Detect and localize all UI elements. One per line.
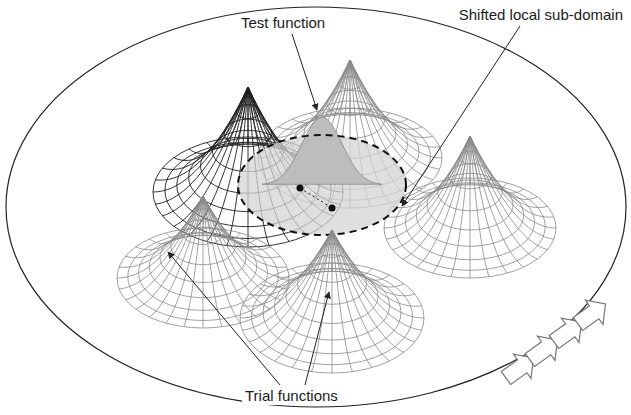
wire-meridian bbox=[203, 196, 270, 250]
wire-meridian bbox=[166, 196, 203, 239]
wire-meridian bbox=[332, 230, 422, 306]
test-function bbox=[238, 117, 406, 235]
trial-function bbox=[240, 230, 424, 373]
leader-line bbox=[292, 34, 317, 110]
wire-meridian bbox=[203, 196, 240, 323]
sub-domain-outline bbox=[238, 135, 406, 235]
leader-line bbox=[402, 26, 520, 206]
wire-meridian bbox=[350, 60, 351, 114]
wire-meridian bbox=[470, 136, 547, 250]
wire-meridian bbox=[332, 230, 404, 287]
wire-meridian bbox=[189, 87, 248, 235]
leader-line bbox=[168, 252, 280, 385]
wire-meridian bbox=[332, 230, 415, 296]
wire-meridian bbox=[470, 136, 554, 217]
wire-meridian bbox=[174, 87, 248, 226]
wire-meridian bbox=[136, 196, 203, 250]
wire-meridian bbox=[470, 136, 507, 273]
wire-meridian bbox=[451, 136, 470, 186]
wire-meridian bbox=[203, 196, 240, 239]
wire-meridian bbox=[203, 196, 280, 258]
wire-meridian bbox=[470, 136, 507, 188]
wire-meridian bbox=[227, 87, 248, 145]
wire-meridian bbox=[126, 196, 203, 258]
wire-meridian bbox=[155, 87, 248, 180]
wire-meridian bbox=[153, 87, 248, 192]
node-point bbox=[297, 185, 304, 192]
wire-meridian bbox=[470, 136, 471, 278]
wire-meridian bbox=[470, 136, 554, 239]
callout-label: Test function bbox=[238, 14, 328, 32]
wire-meridian bbox=[332, 230, 389, 361]
wire-meridian bbox=[203, 196, 204, 236]
wire-meridian bbox=[203, 196, 289, 278]
wire-meridian bbox=[332, 230, 333, 272]
wire-meridian bbox=[470, 136, 489, 277]
wire-meridian bbox=[332, 230, 372, 275]
wire-meridian bbox=[278, 60, 350, 129]
wire-meridian bbox=[332, 230, 424, 318]
wire-meridian bbox=[292, 230, 332, 275]
wire-meridian bbox=[162, 87, 248, 169]
wire-meridian bbox=[184, 196, 203, 236]
wire-meridian bbox=[332, 230, 415, 342]
leader-lines bbox=[168, 26, 520, 385]
wire-meridian bbox=[275, 230, 332, 280]
trial-function bbox=[384, 136, 556, 278]
function-group bbox=[117, 60, 556, 373]
wire-meridian bbox=[350, 60, 440, 147]
wire-meridian bbox=[470, 136, 537, 259]
wire-meridian bbox=[248, 87, 289, 148]
wire-meridian bbox=[117, 196, 203, 278]
shift-vector bbox=[300, 188, 332, 208]
wire-meridian bbox=[293, 60, 350, 123]
wire-meridian bbox=[249, 230, 332, 342]
wire-meridian bbox=[260, 230, 332, 287]
flow-arrow bbox=[569, 292, 614, 336]
leader-line bbox=[305, 292, 329, 385]
wire-meridian bbox=[207, 87, 248, 148]
wire-meridian bbox=[242, 230, 332, 306]
wire-meridian bbox=[470, 136, 471, 185]
wire-meridian bbox=[403, 136, 470, 259]
wire-meridian bbox=[332, 230, 372, 368]
wire-meridian bbox=[416, 136, 470, 193]
wire-meridian bbox=[155, 87, 248, 204]
wire-meridian bbox=[332, 230, 333, 373]
wire-meridian bbox=[149, 196, 203, 244]
wire-meridian bbox=[203, 196, 204, 328]
wire-meridian bbox=[174, 87, 248, 160]
wire-meridian bbox=[203, 196, 287, 267]
wire-meridian bbox=[310, 60, 350, 118]
wire-meridian bbox=[470, 136, 547, 208]
wire-meridian bbox=[470, 136, 524, 193]
test-bump bbox=[262, 117, 382, 184]
wire-meridian bbox=[470, 136, 556, 228]
node-point bbox=[329, 205, 336, 212]
wire-meridian bbox=[267, 60, 350, 137]
global-domain bbox=[6, 7, 626, 407]
wire-meridian bbox=[470, 136, 524, 267]
callout-label: Trial functions bbox=[242, 387, 341, 405]
wire-meridian bbox=[433, 136, 470, 188]
wire-meridian bbox=[119, 196, 203, 267]
callout-label: Shifted local sub-domain bbox=[456, 6, 626, 24]
wire-meridian bbox=[350, 60, 390, 118]
wire-meridian bbox=[332, 230, 422, 330]
wire-meridian bbox=[248, 87, 249, 144]
wire-meridian bbox=[240, 230, 332, 318]
wire-meridian bbox=[249, 230, 332, 296]
wire-meridian bbox=[126, 196, 203, 300]
wire-meridian bbox=[416, 136, 470, 267]
wire-meridian bbox=[203, 196, 280, 300]
wire-meridian bbox=[312, 230, 332, 273]
wire-meridian bbox=[350, 60, 433, 137]
wire-meridian bbox=[203, 196, 257, 317]
flow-arrows bbox=[497, 292, 614, 390]
wire-meridian bbox=[350, 60, 407, 123]
wire-meridian bbox=[189, 87, 248, 153]
wire-meridian bbox=[330, 60, 350, 115]
